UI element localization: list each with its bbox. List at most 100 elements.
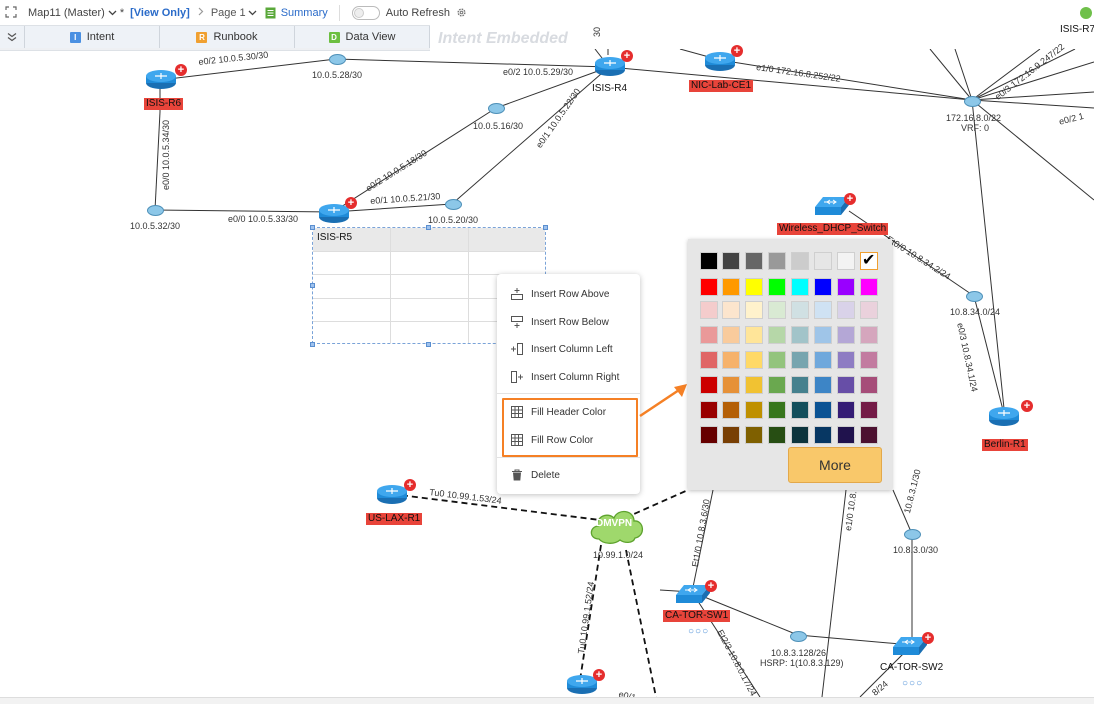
color-swatch[interactable]	[791, 301, 809, 319]
color-swatch[interactable]	[768, 376, 786, 394]
auto-refresh-toggle[interactable]	[351, 5, 380, 20]
color-swatch[interactable]	[768, 326, 786, 344]
collapse-panel-button[interactable]	[0, 26, 25, 48]
resize-handle[interactable]	[310, 342, 315, 347]
color-swatch[interactable]	[860, 426, 878, 444]
alert-badge-icon[interactable]: +	[593, 669, 605, 681]
device-label[interactable]: ISIS-R6	[144, 98, 184, 110]
device-label[interactable]: NIC-Lab-CE1	[689, 80, 754, 92]
color-swatch[interactable]	[814, 376, 832, 394]
color-swatch[interactable]	[745, 351, 763, 369]
menu-item-fill-header-color[interactable]: Fill Header Color	[497, 400, 640, 424]
color-swatch[interactable]	[722, 351, 740, 369]
router-icon[interactable]	[566, 673, 598, 695]
color-swatch[interactable]	[860, 326, 878, 344]
color-swatch[interactable]	[768, 351, 786, 369]
table-row[interactable]	[313, 251, 545, 252]
color-swatch[interactable]	[837, 426, 855, 444]
router-icon[interactable]	[594, 55, 626, 77]
segment-icon[interactable]	[488, 103, 505, 114]
segment-icon[interactable]	[904, 529, 921, 540]
color-swatch[interactable]	[791, 401, 809, 419]
color-swatch[interactable]	[860, 351, 878, 369]
color-swatch[interactable]	[837, 351, 855, 369]
color-swatch[interactable]	[814, 351, 832, 369]
segment-icon[interactable]	[790, 631, 807, 642]
map-canvas[interactable]	[0, 49, 1094, 697]
tab-runbook[interactable]: R Runbook	[160, 26, 295, 48]
color-swatch[interactable]	[768, 401, 786, 419]
summary-icon[interactable]	[265, 7, 276, 19]
alert-badge-icon[interactable]: +	[345, 197, 357, 209]
color-swatch[interactable]	[791, 252, 809, 270]
menu-item-delete[interactable]: Delete	[497, 463, 640, 487]
color-swatch[interactable]	[700, 351, 718, 369]
alert-badge-icon[interactable]: +	[705, 580, 717, 592]
color-swatch[interactable]	[745, 401, 763, 419]
device-label[interactable]: ISIS-R4	[592, 83, 628, 94]
table-row[interactable]	[313, 321, 545, 322]
page-selector[interactable]: Page 1	[210, 6, 246, 19]
router-icon[interactable]	[376, 483, 408, 505]
color-swatch[interactable]	[768, 252, 786, 270]
color-swatch[interactable]	[837, 301, 855, 319]
color-swatch[interactable]	[860, 376, 878, 394]
table-row[interactable]	[313, 298, 545, 299]
color-swatch[interactable]	[745, 252, 763, 270]
color-swatch[interactable]	[814, 401, 832, 419]
device-label[interactable]: ISIS-R7	[1060, 24, 1094, 35]
color-swatch[interactable]	[837, 326, 855, 344]
menu-item-fill-row-color[interactable]: Fill Row Color	[497, 428, 640, 452]
color-swatch[interactable]	[745, 376, 763, 394]
color-swatch[interactable]	[791, 278, 809, 296]
device-label[interactable]: Berlin-R1	[982, 439, 1028, 451]
color-swatch[interactable]	[700, 278, 718, 296]
color-swatch[interactable]	[791, 426, 809, 444]
color-swatch[interactable]	[791, 351, 809, 369]
color-swatch[interactable]	[768, 426, 786, 444]
device-label[interactable]: CA-TOR-SW2	[880, 662, 944, 673]
color-swatch[interactable]	[814, 426, 832, 444]
color-swatch[interactable]	[837, 376, 855, 394]
device-label[interactable]: US-LAX-R1	[366, 513, 423, 525]
menu-item-insert-column-right[interactable]: Insert Column Right	[497, 365, 640, 389]
color-swatch[interactable]	[722, 301, 740, 319]
alert-badge-icon[interactable]: +	[922, 632, 934, 644]
gear-icon[interactable]	[456, 7, 467, 18]
color-swatch[interactable]	[745, 278, 763, 296]
color-swatch[interactable]	[700, 376, 718, 394]
more-colors-button[interactable]: More	[788, 447, 882, 483]
color-swatch[interactable]	[814, 326, 832, 344]
menu-item-insert-column-left[interactable]: Insert Column Left	[497, 337, 640, 361]
segment-icon[interactable]	[445, 199, 462, 210]
switch-icon[interactable]	[815, 195, 851, 217]
table-row[interactable]	[313, 274, 545, 275]
status-icon[interactable]	[1080, 7, 1092, 19]
color-swatch[interactable]	[837, 401, 855, 419]
router-icon[interactable]	[318, 202, 350, 224]
alert-badge-icon[interactable]: +	[175, 64, 187, 76]
menu-item-insert-row-above[interactable]: Insert Row Above	[497, 282, 640, 306]
color-swatch[interactable]	[722, 426, 740, 444]
router-icon[interactable]	[145, 68, 177, 90]
resize-handle[interactable]	[310, 225, 315, 230]
color-swatch[interactable]	[814, 278, 832, 296]
switch-icon[interactable]	[676, 583, 712, 605]
more-dots-icon[interactable]: ○○○	[688, 626, 710, 637]
segment-icon[interactable]	[964, 96, 981, 107]
fullscreen-icon[interactable]	[5, 5, 19, 20]
device-label[interactable]: Wireless_DHCP_Switch	[777, 223, 889, 235]
segment-icon[interactable]	[966, 291, 983, 302]
alert-badge-icon[interactable]: +	[844, 193, 856, 205]
color-swatch[interactable]	[768, 301, 786, 319]
router-icon[interactable]	[704, 50, 736, 72]
color-swatch[interactable]	[722, 326, 740, 344]
color-swatch[interactable]	[837, 278, 855, 296]
color-swatch[interactable]	[860, 278, 878, 296]
router-icon[interactable]	[988, 405, 1020, 427]
resize-handle[interactable]	[310, 283, 315, 288]
page-dropdown-icon[interactable]	[248, 7, 257, 19]
device-label[interactable]: ISIS-R5	[317, 232, 353, 243]
alert-badge-icon[interactable]: +	[621, 50, 633, 62]
color-swatch[interactable]: ✔	[860, 252, 878, 270]
